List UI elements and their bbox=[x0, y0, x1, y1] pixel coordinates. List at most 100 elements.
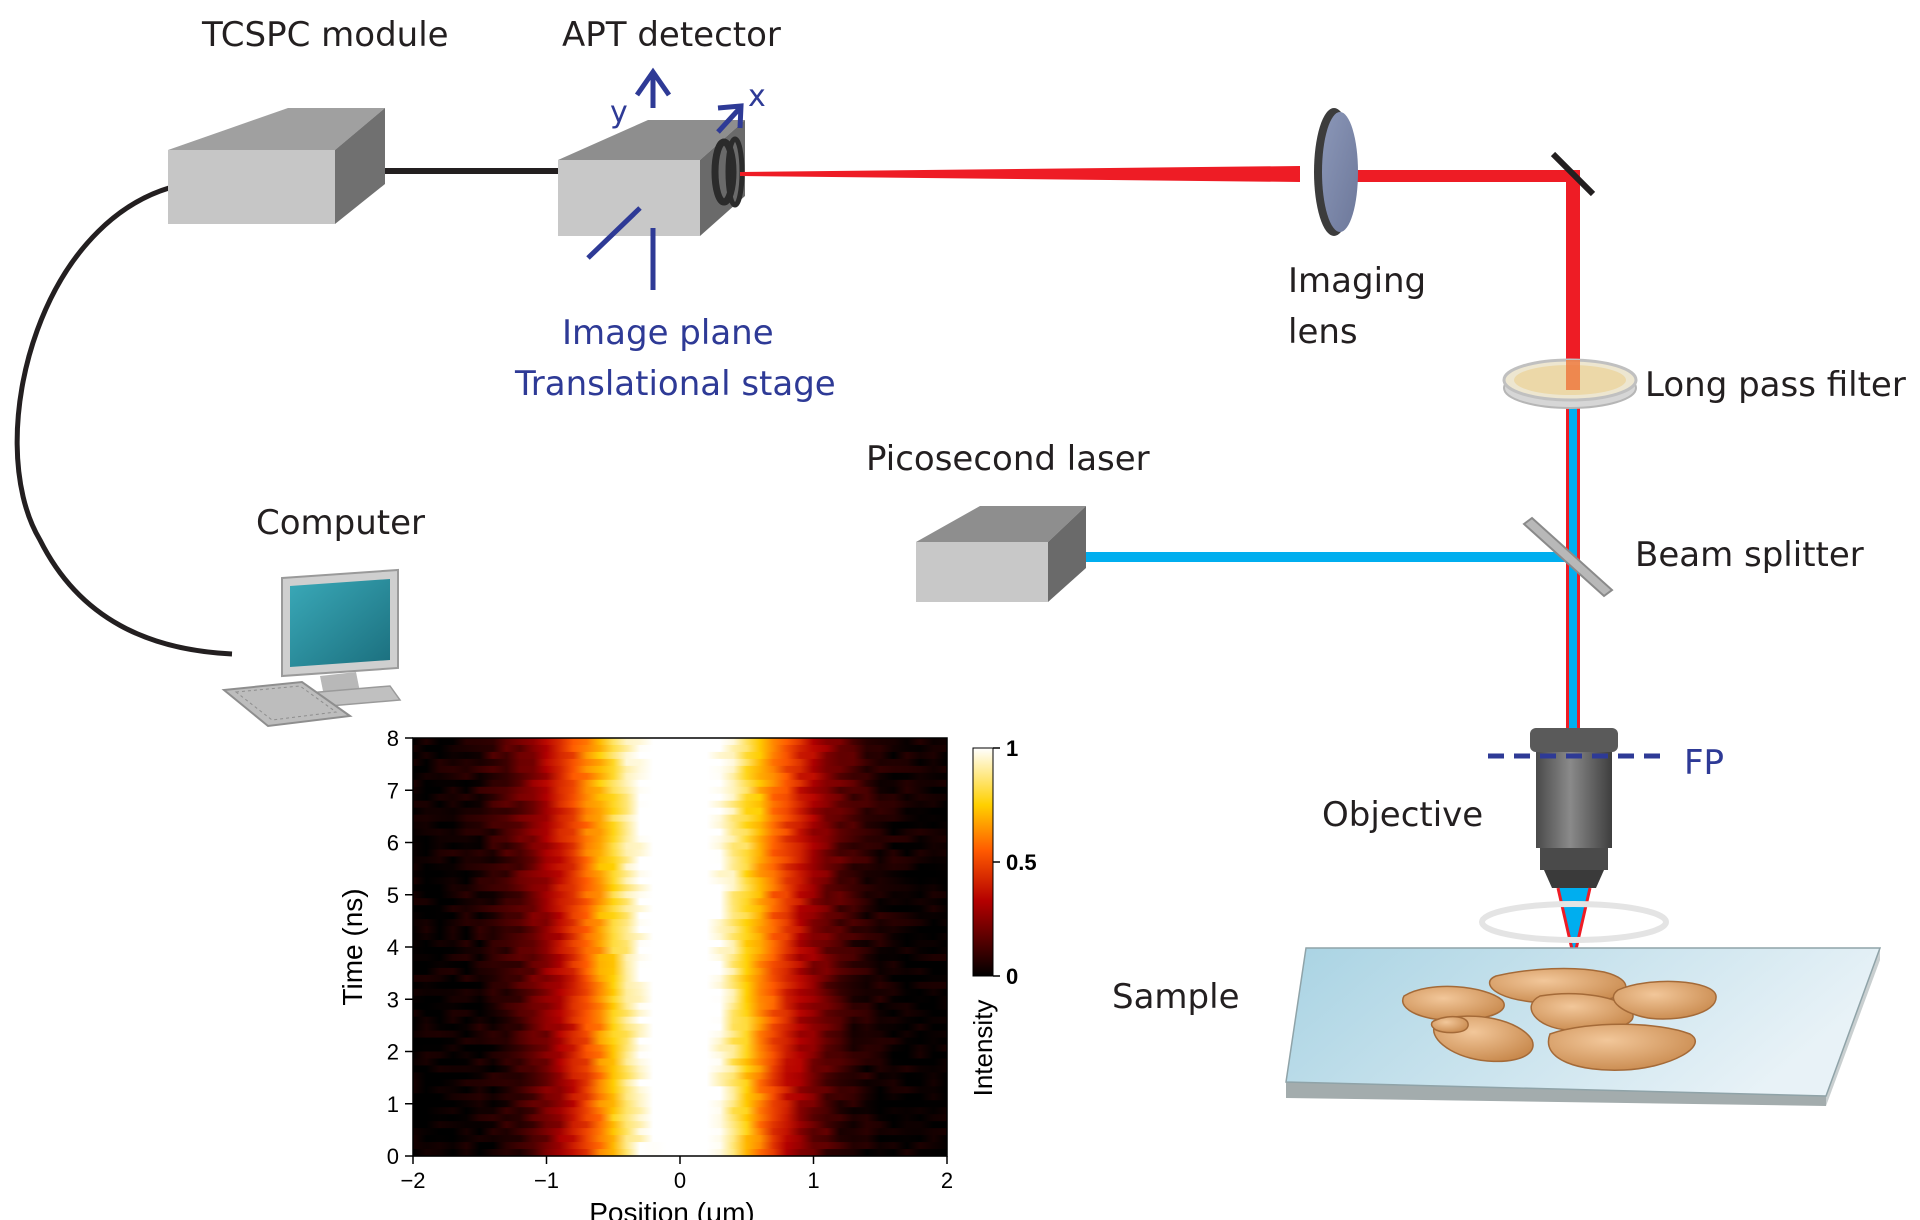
heatmap-row bbox=[413, 1016, 947, 1025]
heatmap-row bbox=[413, 821, 947, 830]
heatmap-row bbox=[413, 738, 947, 746]
sample-cells bbox=[1401, 967, 1717, 1071]
tcspc-module bbox=[168, 108, 385, 224]
x-ticks: −2 −1 0 1 2 bbox=[400, 1156, 953, 1193]
heatmap-row bbox=[413, 1142, 947, 1150]
heatmap-row bbox=[413, 981, 947, 990]
heatmap-row bbox=[413, 779, 947, 788]
heatmap-row bbox=[413, 1135, 947, 1143]
heatmap-row bbox=[413, 870, 947, 878]
x-tick-label: −2 bbox=[400, 1168, 425, 1193]
heatmap-row bbox=[413, 995, 947, 1004]
heatmap-row bbox=[413, 933, 947, 941]
y-tick-label: 7 bbox=[387, 778, 399, 803]
heatmap-row bbox=[413, 953, 947, 962]
imaging-lens-label-2: lens bbox=[1288, 312, 1358, 352]
heatmap-row bbox=[413, 884, 947, 892]
heatmap-row bbox=[413, 793, 947, 802]
heatmap-row bbox=[413, 960, 947, 969]
heatmap-row bbox=[413, 849, 947, 858]
heatmap-row bbox=[413, 877, 947, 885]
heatmap-row bbox=[413, 772, 947, 781]
heatmap-row bbox=[413, 800, 947, 809]
beam-splitter-label: Beam splitter bbox=[1635, 535, 1864, 575]
heatmap-row bbox=[413, 786, 947, 795]
y-tick-label: 8 bbox=[387, 726, 399, 751]
colorbar-tick-label: 1 bbox=[1006, 736, 1018, 761]
heatmap-row bbox=[413, 751, 947, 760]
tcspc-label: TCSPC module bbox=[201, 15, 449, 55]
heatmap-row bbox=[413, 1149, 947, 1157]
heatmap-row bbox=[413, 1100, 947, 1108]
heatmap-row bbox=[413, 905, 947, 913]
heatmap-row bbox=[413, 1051, 947, 1060]
apt-detector bbox=[558, 120, 745, 236]
axis-x-label: x bbox=[748, 79, 766, 114]
colorbar-tick-label: 0.5 bbox=[1006, 850, 1037, 875]
heatmap-row bbox=[413, 807, 947, 816]
computer-label: Computer bbox=[256, 503, 425, 543]
heatmap-row bbox=[413, 926, 947, 934]
heatmap-row bbox=[413, 835, 947, 844]
heatmap-row bbox=[413, 758, 947, 767]
colorbar-tick-label: 0 bbox=[1006, 964, 1018, 989]
heatmap-row bbox=[413, 1002, 947, 1011]
y-tick-label: 5 bbox=[387, 883, 399, 908]
y-tick-label: 6 bbox=[387, 831, 399, 856]
heatmap-row bbox=[413, 1114, 947, 1122]
heatmap-row bbox=[413, 919, 947, 927]
translational-stage-label: Translational stage bbox=[514, 364, 836, 404]
heatmap-row bbox=[413, 863, 947, 871]
x-axis-label: Position (μm) bbox=[589, 1197, 755, 1220]
y-tick-label: 1 bbox=[387, 1092, 399, 1117]
heatmap-row bbox=[413, 1044, 947, 1053]
red-beam bbox=[740, 166, 1580, 392]
x-tick-label: 0 bbox=[674, 1168, 686, 1193]
y-tick-label: 3 bbox=[387, 987, 399, 1012]
heatmap-row bbox=[413, 1079, 947, 1087]
heatmap-row bbox=[413, 856, 947, 864]
picosecond-laser-label: Picosecond laser bbox=[866, 439, 1150, 479]
fp-label: FP bbox=[1684, 743, 1724, 783]
heatmap-row bbox=[413, 1121, 947, 1129]
heatmap-rows bbox=[413, 738, 947, 1157]
y-tick-label: 4 bbox=[387, 935, 399, 960]
beam-splitter bbox=[1522, 516, 1614, 598]
colorbar: 00.51 Intensity bbox=[968, 736, 1037, 1096]
heatmap-row bbox=[413, 842, 947, 851]
heatmap-row bbox=[413, 1065, 947, 1073]
colorbar-ticks: 00.51 bbox=[993, 736, 1037, 989]
heatmap-row bbox=[413, 1030, 947, 1039]
apt-label: APT detector bbox=[562, 15, 781, 55]
heatmap-row bbox=[413, 1128, 947, 1136]
colorbar-gradient bbox=[972, 747, 994, 977]
picosecond-laser bbox=[916, 506, 1086, 602]
sample-label: Sample bbox=[1112, 977, 1239, 1017]
stage-axes bbox=[586, 67, 744, 290]
heatmap-row bbox=[413, 765, 947, 774]
x-tick-label: 2 bbox=[941, 1168, 953, 1193]
heatmap-row bbox=[413, 1107, 947, 1115]
y-axis-label: Time (ns) bbox=[337, 888, 368, 1005]
heatmap-row bbox=[413, 912, 947, 920]
heatmap-row bbox=[413, 1009, 947, 1018]
heatmap-row bbox=[413, 1058, 947, 1067]
y-tick-label: 0 bbox=[387, 1144, 399, 1169]
colorbar-label: Intensity bbox=[968, 1000, 998, 1097]
objective bbox=[1530, 728, 1618, 959]
heatmap-row bbox=[413, 1086, 947, 1094]
heatmap-row bbox=[413, 974, 947, 983]
heatmap-row bbox=[413, 814, 947, 823]
heatmap-row bbox=[413, 1037, 947, 1046]
image-plane-label: Image plane bbox=[562, 313, 774, 353]
heatmap-row bbox=[413, 898, 947, 906]
x-tick-label: −1 bbox=[534, 1168, 559, 1193]
intensity-heatmap: −2 −1 0 1 2 0 1 2 3 4 5 6 7 8 Position (μm) Time (ns… bbox=[337, 726, 953, 1220]
heatmap-row bbox=[413, 940, 947, 948]
heatmap-row bbox=[413, 1023, 947, 1032]
heatmap-row bbox=[413, 988, 947, 997]
computer bbox=[221, 568, 402, 728]
x-tick-label: 1 bbox=[807, 1168, 819, 1193]
imaging-lens-label-1: Imaging bbox=[1288, 261, 1426, 301]
